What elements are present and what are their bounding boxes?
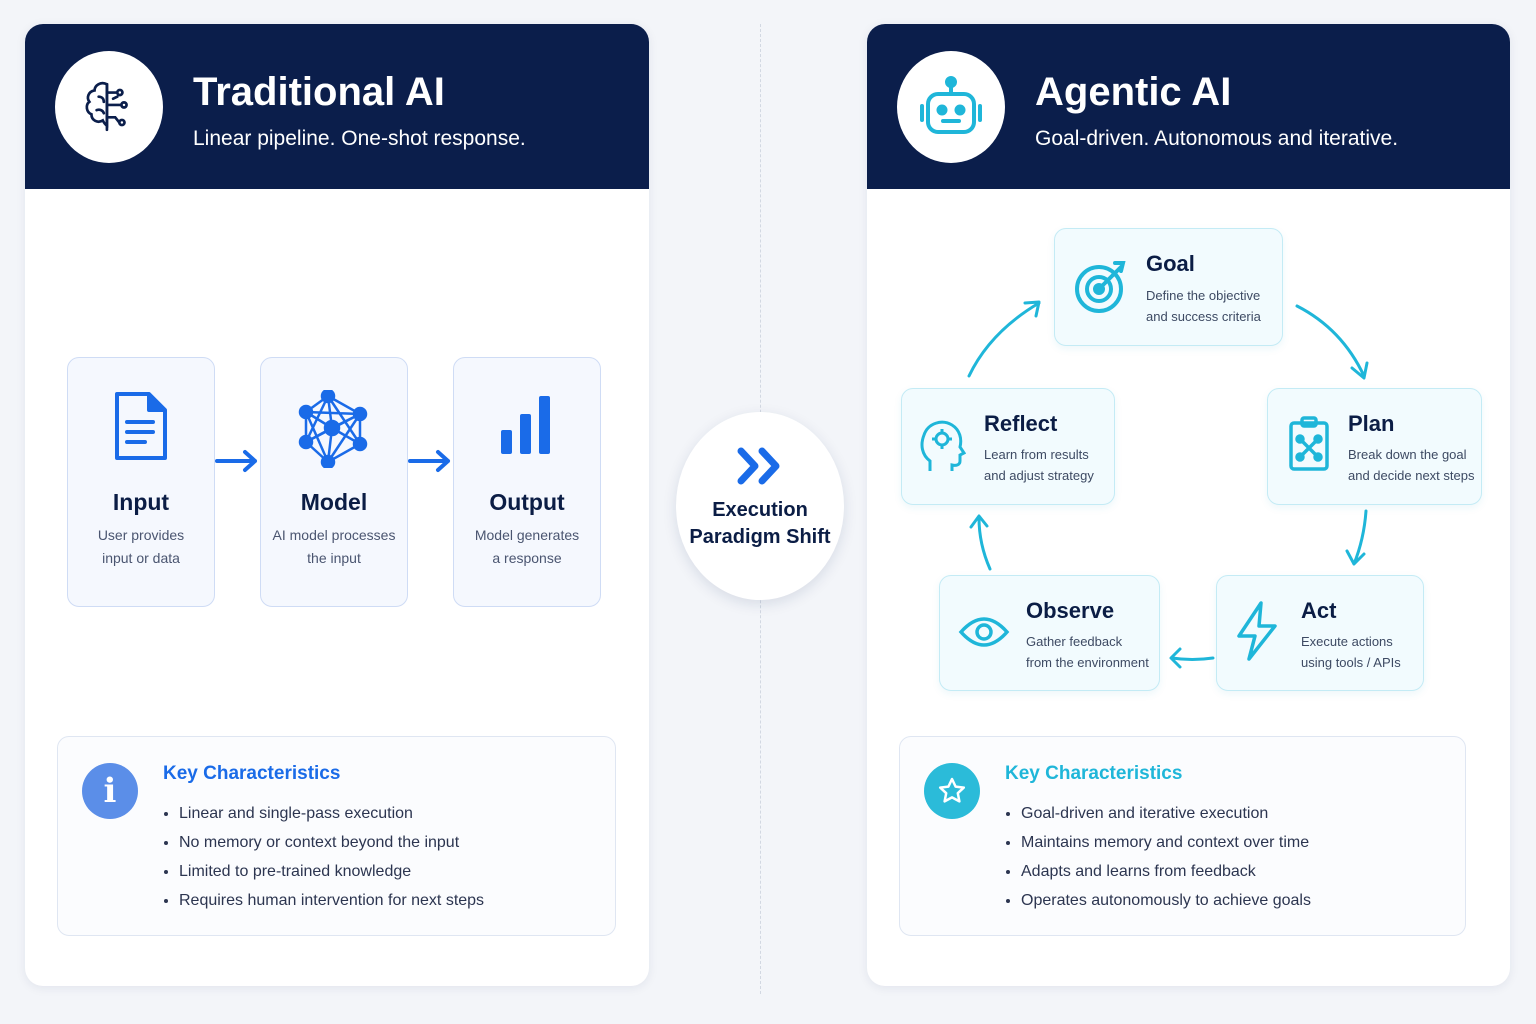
arrow-reflect-to-goal <box>967 300 1041 378</box>
node-desc: and adjust strategy <box>984 468 1094 483</box>
arrow-plan-to-act <box>1345 509 1368 566</box>
node-title: Plan <box>1348 411 1395 436</box>
robot-icon <box>897 51 1005 163</box>
node-desc: from the environment <box>1026 655 1149 670</box>
node-desc: and decide next steps <box>1348 468 1475 483</box>
node-title: Act <box>1301 598 1337 623</box>
cycle-node-plan: Plan Break down the goal and decide next … <box>1267 388 1482 505</box>
arrow-right-icon <box>215 450 257 472</box>
cycle-node-observe: Observe Gather feedback from the environm… <box>939 575 1160 691</box>
paradigm-shift-label: Execution Paradigm Shift <box>689 499 831 548</box>
traditional-title: Traditional AI <box>193 70 445 114</box>
characteristic-item: Operates autonomously to achieve goals <box>1021 886 1311 915</box>
info-icon: i <box>82 763 138 819</box>
document-icon <box>115 392 167 460</box>
node-title: Reflect <box>984 411 1058 436</box>
node-desc: using tools / APIs <box>1301 655 1401 670</box>
target-icon <box>1075 261 1126 313</box>
agentic-subtitle: Goal-driven. Autonomous and iterative. <box>1035 127 1399 150</box>
cycle-node-goal: Goal Define the objective and success cri… <box>1054 228 1283 346</box>
agentic-ai-panel: Agentic AI Goal-driven. Autonomous and i… <box>867 24 1510 986</box>
cycle-arrows <box>967 300 1369 669</box>
cycle-node-act: Act Execute actions using tools / APIs <box>1216 575 1424 691</box>
characteristic-item: Linear and single-pass execution <box>179 799 484 828</box>
cycle-node-reflect: Reflect Learn from results and adjust str… <box>901 388 1115 505</box>
step-title: Input <box>112 489 170 515</box>
step-desc: User provides <box>97 527 185 543</box>
arrow-observe-to-reflect <box>969 514 992 571</box>
node-desc: Execute actions <box>1301 634 1393 649</box>
eye-icon <box>958 617 1010 647</box>
arrow-act-to-observe <box>1169 647 1215 669</box>
characteristics-title: Key Characteristics <box>163 763 341 784</box>
characteristic-item: Goal-driven and iterative execution <box>1021 799 1311 828</box>
agentic-title: Agentic AI <box>1035 70 1232 114</box>
step-output: Output Model generates a response <box>453 357 601 607</box>
node-desc: Learn from results <box>984 447 1089 462</box>
characteristic-item: No memory or context beyond the input <box>179 828 484 857</box>
step-desc: Model generates <box>474 527 580 543</box>
brain-circuit-icon <box>55 51 163 163</box>
step-title: Model <box>300 489 368 515</box>
neural-network-icon <box>298 388 368 470</box>
characteristic-item: Maintains memory and context over time <box>1021 828 1311 857</box>
characteristic-item: Limited to pre-trained knowledge <box>179 857 484 886</box>
node-desc: Gather feedback <box>1026 634 1123 649</box>
step-desc: a response <box>492 550 562 566</box>
star-icon <box>924 763 980 819</box>
arrow-goal-to-plan <box>1295 304 1369 380</box>
bar-chart-icon <box>501 396 550 454</box>
node-title: Goal <box>1146 251 1195 276</box>
node-title: Observe <box>1026 598 1115 623</box>
agentic-header: Agentic AI Goal-driven. Autonomous and i… <box>867 24 1510 189</box>
node-desc: Break down the goal <box>1348 447 1467 462</box>
traditional-characteristics: i Key Characteristics Linear and single-… <box>57 736 616 936</box>
characteristics-title: Key Characteristics <box>1005 763 1183 784</box>
step-model: Model AI model processes the input <box>260 357 408 607</box>
characteristic-item: Adapts and learns from feedback <box>1021 857 1311 886</box>
step-desc: AI model processes <box>272 527 396 543</box>
arrow-right-icon <box>408 450 450 472</box>
step-title: Output <box>489 489 565 515</box>
node-desc: and success criteria <box>1146 309 1261 324</box>
head-reflect-icon <box>920 420 966 471</box>
clipboard-plan-icon <box>1289 416 1329 471</box>
step-desc: the input <box>307 550 361 566</box>
characteristic-item: Requires human intervention for next ste… <box>179 886 484 915</box>
double-chevron-right-icon <box>737 447 780 485</box>
lightning-bolt-icon <box>1237 601 1277 661</box>
step-desc: input or data <box>102 550 180 566</box>
traditional-header: Traditional AI Linear pipeline. One-shot… <box>25 24 649 189</box>
agentic-characteristics: Key Characteristics Goal-driven and iter… <box>899 736 1466 936</box>
paradigm-shift-badge: Execution Paradigm Shift <box>676 412 844 600</box>
step-input: Input User provides input or data <box>67 357 215 607</box>
traditional-ai-panel: Traditional AI Linear pipeline. One-shot… <box>25 24 649 986</box>
traditional-subtitle: Linear pipeline. One-shot response. <box>193 127 526 150</box>
node-desc: Define the objective <box>1146 288 1261 303</box>
